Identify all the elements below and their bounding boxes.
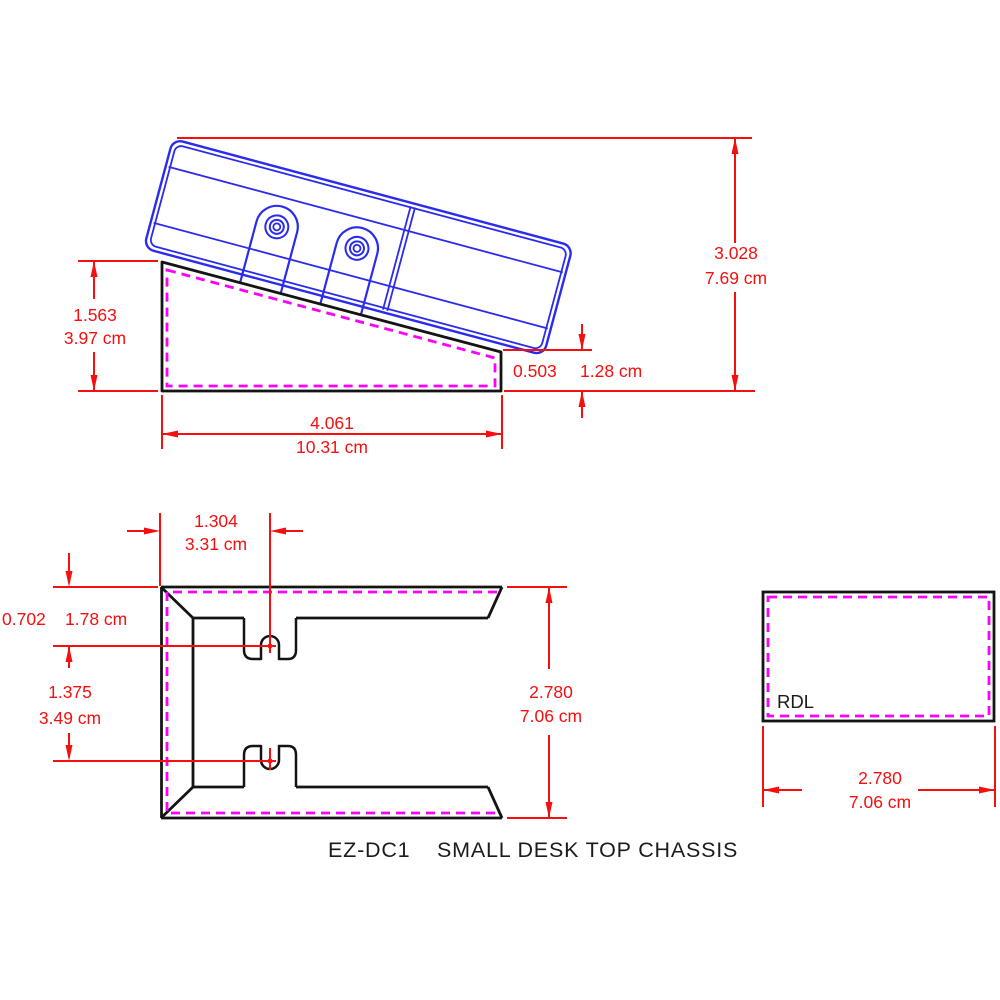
chassis-outer-outline [144,140,572,355]
dim-label: 7.69 cm [705,268,767,288]
arrowhead-icon [545,802,553,818]
side-view: 1.563 3.97 cm 3.028 7.69 cm 0.503 1.28 c… [64,137,767,457]
rear-panel-dashed-inset [766,595,991,718]
dim-label: 1.375 [48,682,92,702]
chassis-divider-line-2 [386,207,416,312]
bend-bottom-left [160,785,194,820]
dim-label: 7.06 cm [520,706,582,726]
arrowhead-icon [270,527,286,535]
arrowhead-icon [545,587,553,603]
tab-left-center-hole [272,222,282,232]
side-view-arrowheads [90,138,739,438]
rear-view-dimension-text: 2.780 7.06 cm [849,768,911,812]
bottom-view: 1.304 3.31 cm 0.702 1.78 cm 1.375 3.49 c… [2,511,582,820]
bottom-view-dashed-inset [165,590,497,815]
bottom-view-dimension-text: 1.304 3.31 cm 0.702 1.78 cm 1.375 3.49 c… [2,511,582,728]
arrowhead-icon [144,527,160,535]
arrowhead-icon [763,786,779,794]
tab-left-outer-hole [264,214,290,240]
wedge-base-dashed-inset [165,268,497,388]
arrowhead-icon [578,334,586,350]
dim-label: 7.06 cm [849,792,911,812]
chassis-top-seam-line [168,165,563,274]
dim-label: 3.97 cm [64,328,126,348]
chamfer-bottom-right [486,786,504,819]
tab-right-center-hole [352,243,362,253]
dim-label: 3.49 cm [39,708,101,728]
arrowhead-icon [731,375,739,391]
bottom-view-dimension-lines [53,513,567,819]
dim-label: 3.028 [714,243,758,263]
arrowhead-icon [578,391,586,407]
drawing-title: EZ-DC1 SMALL DESK TOP CHASSIS [328,838,738,862]
arrowhead-icon [731,138,739,154]
slot-center-mark [267,758,273,764]
bottom-view-outline [160,585,504,820]
tab-left-mid-hole [268,218,285,235]
dim-label: 4.061 [310,413,354,433]
dim-label: 1.78 cm [65,609,127,629]
side-view-dimension-text: 1.563 3.97 cm 3.028 7.69 cm 0.503 1.28 c… [64,243,767,457]
chassis-inner-outline [149,145,567,350]
arrowhead-icon [65,571,73,587]
chassis-bottom-seam-line [153,221,548,330]
drawing-title-name: SMALL DESK TOP CHASSIS [437,838,738,862]
tab-right-outer-hole [344,235,370,261]
wedge-base-outline [160,260,503,393]
chassis-divider-line-1 [382,206,412,310]
arrowhead-icon [162,430,178,438]
dim-label: 0.503 [513,361,557,381]
dim-label: 2.780 [858,768,902,788]
rear-view-arrowheads [763,786,995,794]
rear-panel-label: RDL [777,691,814,712]
chamfer-top-right [486,586,504,619]
tab-right-mid-hole [348,240,365,257]
drawing-title-model: EZ-DC1 [328,838,410,862]
arrowhead-icon [65,745,73,761]
arrowhead-icon [65,646,73,662]
arrowhead-icon [90,375,98,391]
slot-center-mark [267,643,273,649]
dim-label: 0.702 [2,609,46,629]
side-view-chassis [144,140,572,355]
rear-view: RDL 2.780 7.06 cm [761,590,996,812]
dim-label: 3.31 cm [185,534,247,554]
dim-label: 2.780 [529,682,573,702]
dim-label: 1.28 cm [580,361,642,381]
bottom-view-arrowheads [65,527,553,818]
rear-panel-outline [761,590,996,723]
dim-label: 1.304 [194,511,238,531]
arrowhead-icon [90,261,98,277]
arrowhead-icon [486,430,502,438]
arrowhead-icon [979,786,995,794]
dim-label: 10.31 cm [296,437,368,457]
dim-label: 1.563 [73,305,117,325]
